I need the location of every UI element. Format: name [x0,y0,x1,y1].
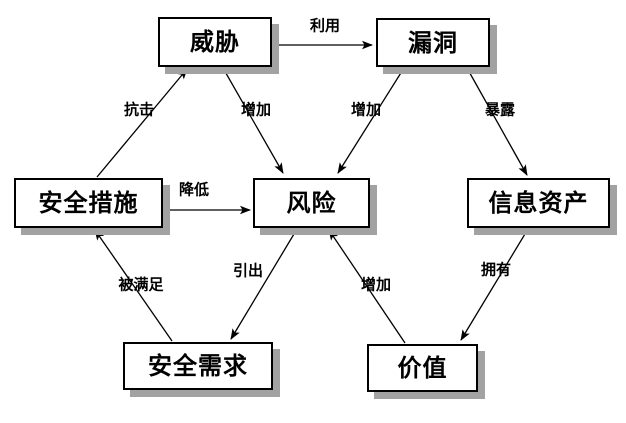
edge-label-increase-from-vuln: 增加 [350,100,382,119]
node-label-security-requirements: 安全需求 [148,352,248,380]
node-label-value: 价值 [397,354,448,382]
node-security-requirements: 安全需求 [123,342,273,390]
node-threat: 威胁 [158,17,272,67]
edge-label-resist: 抗击 [123,100,155,119]
edge-arrow-increase-from-threat [222,67,284,174]
node-information-assets: 信息资产 [467,178,610,228]
node-value: 价值 [367,344,478,392]
node-label-information-assets: 信息资产 [488,189,589,217]
node-risk: 风险 [253,178,370,228]
edge-label-own: 拥有 [480,260,512,279]
edge-arrow-lead-to [230,228,298,340]
edge-label-exploit: 利用 [309,16,341,35]
edge-label-increase-from-threat: 增加 [240,100,272,119]
edge-arrow-resist [96,68,188,178]
node-vulnerability: 漏洞 [376,18,490,67]
edge-arrow-increase-from-vuln [337,67,405,174]
node-label-vulnerability: 漏洞 [408,28,458,57]
edge-label-increase-from-value: 增加 [360,275,392,294]
node-label-security-measures: 安全措施 [38,189,139,217]
node-label-threat: 威胁 [190,28,240,56]
edge-label-expose: 暴露 [484,100,516,119]
edge-label-reduce: 降低 [178,180,210,199]
edge-arrow-expose [466,67,528,176]
edge-arrow-own [460,228,529,341]
node-label-risk: 风险 [286,189,337,217]
node-security-measures: 安全措施 [14,178,163,228]
edge-arrow-satisfied-by [94,229,173,342]
edge-label-satisfied-by: 被满足 [118,275,164,294]
edge-label-lead-to: 引出 [232,261,264,280]
edge-arrow-increase-from-value [328,229,406,344]
